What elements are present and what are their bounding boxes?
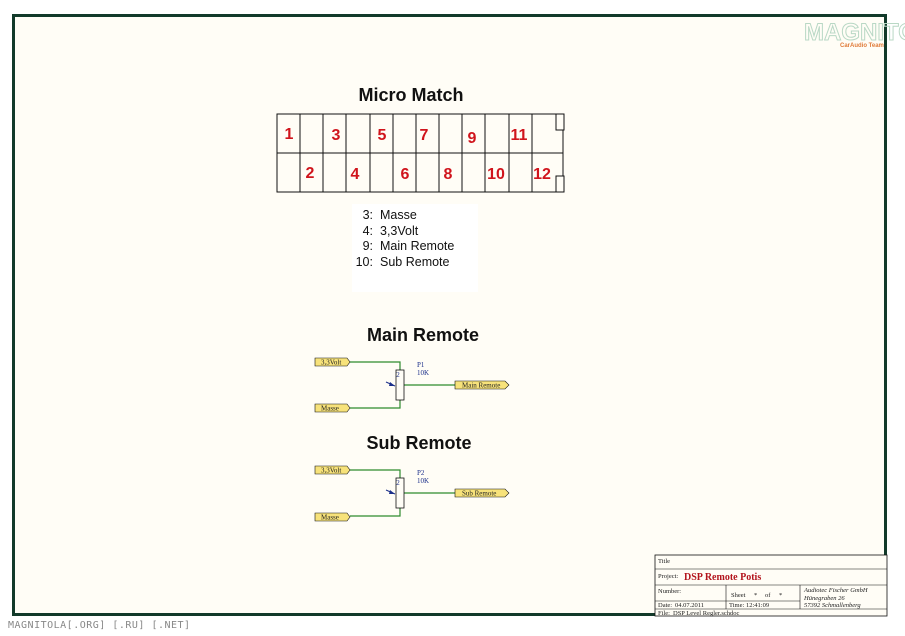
net-port-ground [314, 403, 351, 413]
legend-num: 9: [363, 239, 373, 253]
time-label: Time: [729, 602, 744, 609]
project-label: Project: [658, 573, 678, 580]
of-value: * [779, 592, 782, 599]
pin-label: 11 [511, 127, 528, 144]
net-label: Main Remote [462, 382, 500, 390]
pin-legend-box [352, 204, 478, 292]
pin-label: 2 [306, 165, 315, 182]
pin-label: 8 [444, 166, 453, 183]
pot-reference: P1 [417, 361, 425, 369]
pot-value: 10K [417, 477, 429, 485]
legend-label: Main Remote [380, 239, 454, 253]
net-port-output [454, 488, 510, 498]
net-port-output [454, 380, 510, 390]
project-title: DSP Remote Potis [684, 572, 761, 583]
legend-label: Sub Remote [380, 255, 450, 269]
of-label: of [765, 592, 771, 599]
number-label: Number: [658, 588, 681, 595]
net-port-supply [314, 357, 351, 367]
company-name: Audiotec Fischer GmbH [803, 587, 868, 594]
net-label: Masse [321, 514, 339, 522]
pin-label: 1 [285, 126, 294, 143]
pin-label: 4 [351, 166, 360, 183]
legend-label: 3,3Volt [380, 224, 419, 238]
logo-tagline: CarAudio Team [840, 43, 884, 49]
legend-num: 4: [363, 224, 373, 238]
net-label: Masse [321, 405, 339, 413]
legend-label: Masse [380, 208, 417, 222]
sheet-label: Sheet [731, 592, 746, 599]
pin-label: 9 [468, 130, 477, 147]
pin-label: 3 [332, 127, 341, 144]
magnitola-logo: MAGNITOLA [804, 19, 905, 46]
time-value: 12:41:09 [746, 602, 769, 609]
wiper-arrow-icon [389, 382, 395, 386]
title-label: Title [658, 558, 670, 565]
sub-remote-title: Sub Remote [366, 433, 471, 453]
pin-label: 7 [420, 127, 429, 144]
pot-reference: P2 [417, 469, 425, 477]
micro-match-connector [276, 113, 565, 193]
pin-label: 10 [487, 166, 505, 183]
net-label: 3,3Volt [321, 359, 341, 367]
pin-label: 6 [401, 166, 410, 183]
pot-value: 10K [417, 369, 429, 377]
date-value: 04.07.2011 [675, 602, 704, 609]
net-port-ground [314, 512, 351, 522]
company-street: Hünegraben 26 [803, 595, 845, 602]
date-label: Date: [658, 602, 672, 609]
connector-pin-labels: 1 3 5 7 9 11 2 4 6 8 10 12 [285, 126, 551, 183]
wiper-arrow-icon [389, 490, 395, 494]
legend-num: 10: [356, 255, 373, 269]
connector-title: Micro Match [358, 85, 463, 105]
pot-pin-mark: 2 [396, 479, 400, 487]
company-city: 57392 Schmallenberg [804, 602, 861, 609]
file-label: File: [658, 610, 670, 617]
file-name: DSP Level Regler.schdoc [673, 610, 739, 617]
site-footer: MAGNITOLA[.ORG] [.RU] [.NET] [8, 620, 191, 631]
potentiometer-p1 [395, 369, 405, 401]
title-block: Title Project: DSP Remote Potis Number: … [654, 554, 888, 617]
legend-num: 3: [363, 208, 373, 222]
net-label: 3,3Volt [321, 467, 341, 475]
sheet-value: * [754, 592, 757, 599]
pin-legend: 3: Masse 4: 3,3Volt 9: Main Remote 10: S… [356, 208, 455, 269]
pot-pin-mark: 2 [396, 371, 400, 379]
main-remote-circuit: 2 P1 10K 3,3Volt Masse Main Remote [314, 357, 510, 413]
sub-remote-circuit: 2 P2 10K 3,3Volt Masse Sub Remote [314, 465, 510, 522]
potentiometer-p2 [395, 477, 405, 509]
pin-label: 5 [378, 127, 387, 144]
net-label: Sub Remote [462, 490, 496, 498]
net-port-supply [314, 465, 351, 475]
main-remote-title: Main Remote [367, 325, 479, 345]
pin-label: 12 [533, 166, 551, 183]
